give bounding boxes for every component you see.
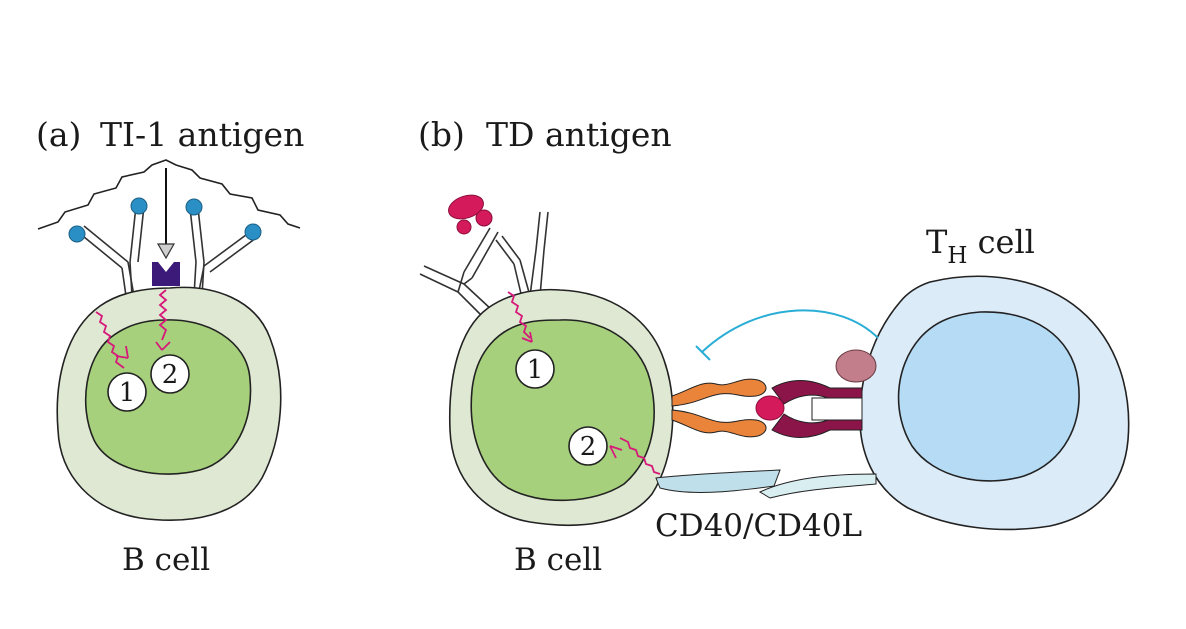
panel-a-letter: (a) (36, 115, 81, 154)
step-1-label-b: 1 (527, 355, 544, 385)
panel-b-title: TD antigen (486, 115, 672, 154)
ti1-antigen-polymer (37, 159, 301, 230)
step-2-circle-a (150, 354, 190, 394)
th-cell-label: TH cell (926, 223, 1035, 269)
td-antigen (448, 194, 493, 235)
tlr-receptor (152, 262, 180, 286)
cd40-cd40l-label: CD40/CD40L (655, 508, 862, 544)
mhc-tcr-complex (671, 378, 863, 438)
step-2-circle-b (568, 426, 608, 466)
antigen-epitope-dots (68, 197, 262, 243)
step-2-label-a: 2 (162, 360, 179, 390)
step-1-circle-a (107, 372, 147, 412)
feedback-arc-end (695, 345, 711, 361)
panel-a-title: TI-1 antigen (100, 115, 304, 154)
th-label-rest: cell (967, 223, 1035, 261)
panel-a: (a) TI-1 antigen (36, 115, 304, 578)
feedback-arc (701, 309, 879, 353)
panel-b-letter: (b) (418, 115, 465, 154)
b-cell-label-a: B cell (122, 542, 210, 578)
step-2-label-b: 2 (580, 432, 597, 462)
step-1-label-a: 1 (119, 378, 136, 408)
signal-arrows-b (507, 291, 661, 475)
th-surface-molecule (835, 349, 877, 383)
step-1-circle-b (515, 349, 555, 389)
b-cell-b-nucleus (470, 319, 655, 502)
th-label-sub: H (947, 243, 967, 269)
th-label-main: T (926, 223, 948, 261)
th-cell-nucleus (897, 311, 1080, 482)
cd40-cd40l-pair (655, 469, 877, 499)
b-cell-label-b: B cell (514, 542, 602, 578)
tlr-ligand-arrow (156, 168, 176, 260)
b-cell-receptors-b (419, 211, 549, 319)
signal-arrows-a (95, 289, 171, 369)
panel-b: (b) TD antigen 1 (418, 115, 1130, 578)
